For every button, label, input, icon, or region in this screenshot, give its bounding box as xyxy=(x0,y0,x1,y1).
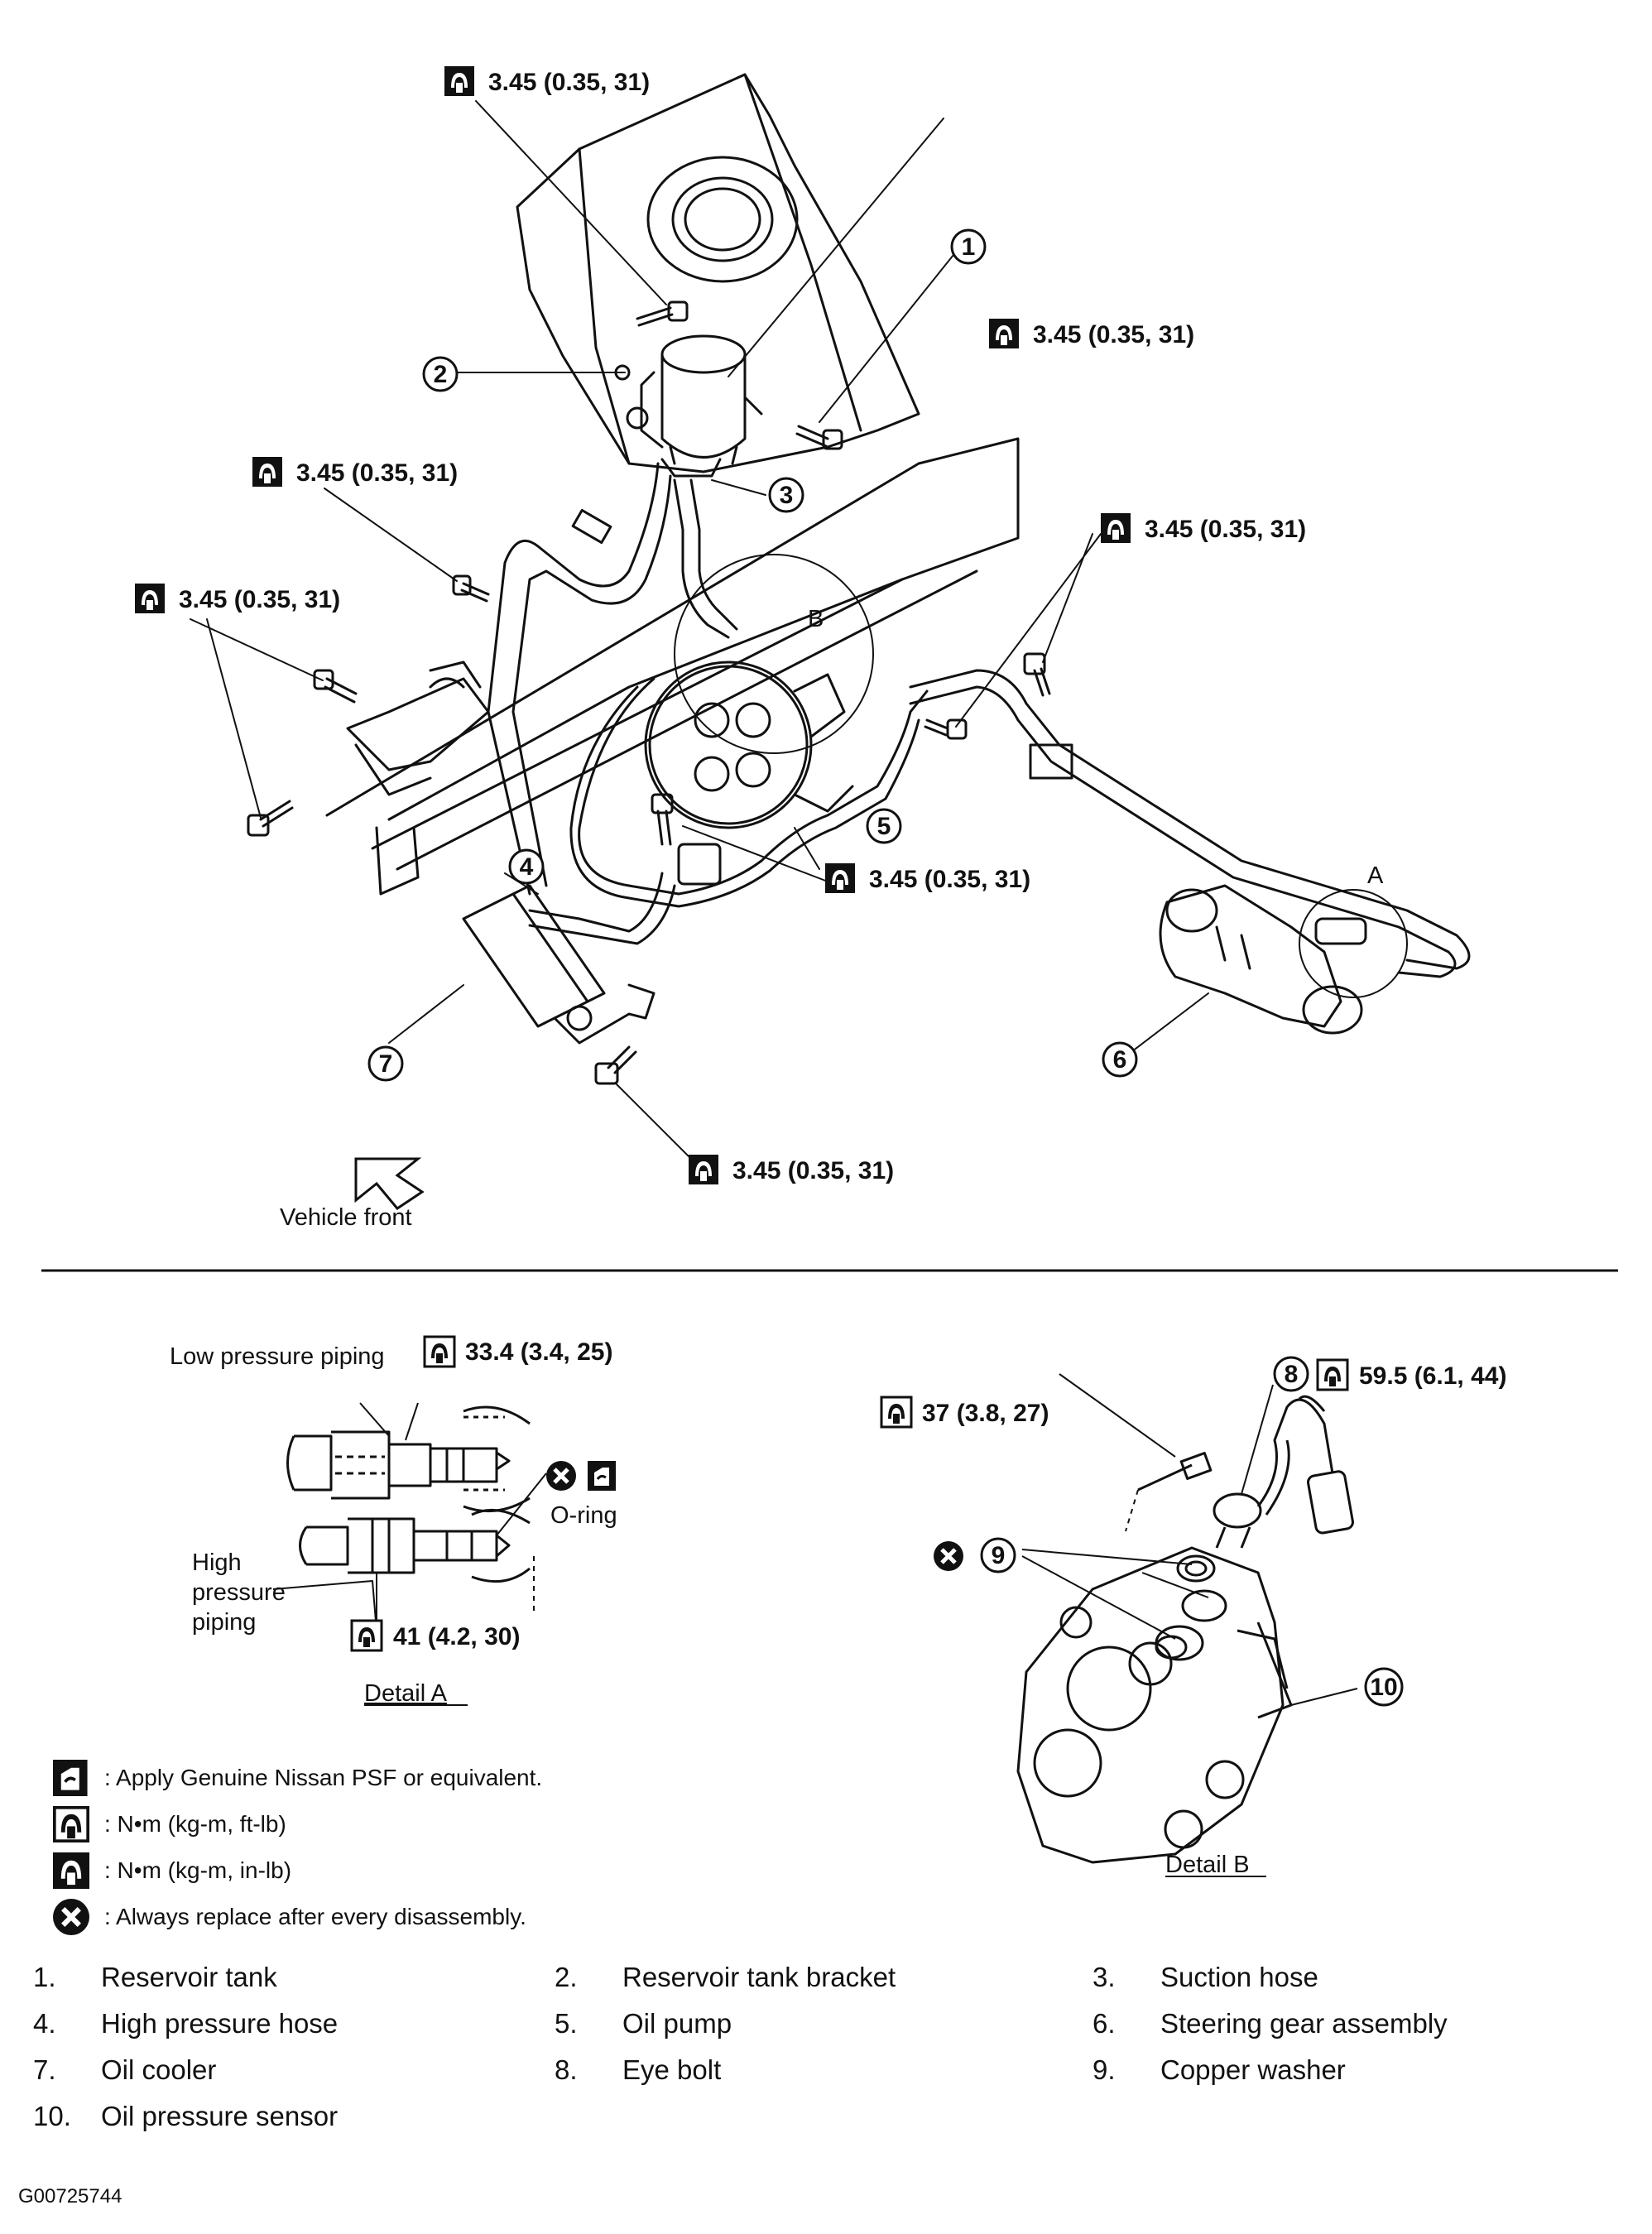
list-item: 5.Oil pump xyxy=(555,2008,732,2039)
svg-text:9: 9 xyxy=(992,1542,1006,1569)
svg-text:2: 2 xyxy=(434,361,448,388)
detail-b-drawing xyxy=(1016,1373,1358,1864)
list-item: 6.Steering gear assembly xyxy=(1093,2008,1448,2039)
callout-10: 10 xyxy=(1364,1667,1404,1707)
svg-text:33.4 (3.4, 25): 33.4 (3.4, 25) xyxy=(465,1338,612,1366)
callout-7: 7 xyxy=(367,1045,404,1082)
legend-row-psf: : Apply Genuine Nissan PSF or equivalent… xyxy=(53,1755,542,1801)
suction-hose xyxy=(673,478,738,639)
detail-letter-b: B xyxy=(808,606,824,632)
figure-code: G00725744 xyxy=(18,2185,122,2208)
high-pressure-label-2: pressure xyxy=(192,1579,286,1606)
legend-row-replace: : Always replace after every disassembly… xyxy=(53,1894,542,1940)
svg-text:3.45 (0.35, 31): 3.45 (0.35, 31) xyxy=(179,586,340,613)
detail-a-drawing xyxy=(272,1402,547,1635)
high-pressure-label-3: piping xyxy=(192,1609,256,1636)
svg-text:8: 8 xyxy=(1285,1361,1299,1388)
legend-row-inlb: : N•m (kg-m, in-lb) xyxy=(53,1847,542,1894)
leader-lines xyxy=(190,100,1209,1160)
svg-text:4: 4 xyxy=(520,853,534,881)
callout-5: 5 xyxy=(866,808,902,844)
body-panel xyxy=(516,73,920,473)
list-item: 9.Copper washer xyxy=(1093,2054,1346,2085)
legend-replace-text: : Always replace after every disassembly… xyxy=(104,1904,526,1929)
torque-callout-right-reservoir: 3.45 (0.35, 31) xyxy=(989,319,1194,348)
detail-b-title: Detail B xyxy=(1165,1852,1250,1878)
low-pressure-label: Low pressure piping xyxy=(170,1343,385,1370)
torque-callout-left-bracket: 3.45 (0.35, 31) xyxy=(135,584,340,613)
return-hose xyxy=(487,462,672,713)
parts-list: 1.Reservoir tank 2.Reservoir tank bracke… xyxy=(33,1962,1606,2132)
svg-text:59.5 (6.1, 44): 59.5 (6.1, 44) xyxy=(1359,1362,1506,1390)
svg-text:10: 10 xyxy=(1370,1674,1397,1701)
line-bracket xyxy=(1029,743,1073,780)
high-pressure-label-1: High xyxy=(192,1549,242,1576)
main-assembly-drawing xyxy=(190,73,1471,1160)
high-pressure-hose xyxy=(569,677,929,908)
torque-callout-top: 3.45 (0.35, 31) xyxy=(444,66,650,96)
oring-label: O-ring xyxy=(550,1502,617,1529)
steering-gear-assembly xyxy=(1159,884,1408,1035)
left-bracket xyxy=(346,661,490,796)
list-item: 8.Eye bolt xyxy=(555,2054,722,2085)
psf-oil-can-icon xyxy=(53,1760,88,1796)
vehicle-front-label: Vehicle front xyxy=(280,1204,412,1231)
callout-3: 3 xyxy=(768,477,804,513)
symbol-legend: : Apply Genuine Nissan PSF or equivalent… xyxy=(53,1755,542,1940)
callout-1: 1 xyxy=(950,228,987,265)
torque-callout-left-upper: 3.45 (0.35, 31) xyxy=(252,457,458,487)
torque-callout-detail-a-high: 41 (4.2, 30) xyxy=(350,1619,520,1652)
list-item: 7.Oil cooler xyxy=(33,2054,217,2085)
detail-letter-a: A xyxy=(1367,862,1384,889)
torque-wrench-solid-icon xyxy=(53,1852,89,1889)
legend-ftlb-text: : N•m (kg-m, ft-lb) xyxy=(104,1811,286,1837)
oring-icons xyxy=(546,1461,617,1491)
legend-row-ftlb: : N•m (kg-m, ft-lb) xyxy=(53,1801,542,1847)
torque-callout-detail-b-eyebolt: 59.5 (6.1, 44) xyxy=(1316,1358,1506,1391)
oil-pump xyxy=(644,554,874,829)
reservoir-bolts xyxy=(614,300,843,450)
torque-callout-bottom: 3.45 (0.35, 31) xyxy=(689,1155,894,1184)
svg-text:3.45 (0.35, 31): 3.45 (0.35, 31) xyxy=(1145,516,1306,543)
callout-8: 8 xyxy=(1273,1356,1309,1392)
torque-wrench-outline-icon xyxy=(53,1806,89,1842)
list-item: 3.Suction hose xyxy=(1093,1962,1318,1992)
vehicle-front-arrow-icon xyxy=(354,1157,425,1210)
svg-text:6: 6 xyxy=(1113,1046,1127,1074)
svg-text:3.45 (0.35, 31): 3.45 (0.35, 31) xyxy=(1033,321,1194,348)
list-item: 10.Oil pressure sensor xyxy=(33,2101,339,2131)
svg-text:3: 3 xyxy=(780,482,794,509)
legend-psf-text: : Apply Genuine Nissan PSF or equivalent… xyxy=(104,1765,543,1790)
svg-text:7: 7 xyxy=(379,1050,393,1078)
list-item: 2.Reservoir tank bracket xyxy=(555,1962,896,1992)
svg-text:3.45 (0.35, 31): 3.45 (0.35, 31) xyxy=(732,1157,894,1184)
svg-text:5: 5 xyxy=(877,813,891,840)
replace-x-icon xyxy=(53,1899,89,1935)
callout-6: 6 xyxy=(1102,1041,1138,1078)
reservoir-tank xyxy=(640,334,763,478)
torque-callout-detail-a-low: 33.4 (3.4, 25) xyxy=(423,1335,612,1368)
frame-member xyxy=(325,437,1020,896)
svg-text:3.45 (0.35, 31): 3.45 (0.35, 31) xyxy=(296,459,458,487)
torque-callout-detail-b-bolt: 37 (3.8, 27) xyxy=(880,1396,1049,1429)
steering-lines xyxy=(909,669,1471,978)
svg-text:3.45 (0.35, 31): 3.45 (0.35, 31) xyxy=(869,866,1030,893)
torque-callout-center-clamp: 3.45 (0.35, 31) xyxy=(825,863,1030,893)
list-item: 4.High pressure hose xyxy=(33,2008,339,2039)
hose-clamp-center xyxy=(677,843,722,886)
high-pressure-hose-lower xyxy=(528,872,676,945)
frame-bolts xyxy=(247,574,1051,1085)
hose-clamp xyxy=(571,508,612,545)
callout-9-group: 9 xyxy=(934,1537,1016,1573)
svg-text:37 (3.8, 27): 37 (3.8, 27) xyxy=(922,1400,1049,1427)
callout-4: 4 xyxy=(508,848,545,885)
torque-callout-right-clamp: 3.45 (0.35, 31) xyxy=(1101,513,1306,543)
torque-text: 3.45 (0.35, 31) xyxy=(488,69,650,96)
callout-2: 2 xyxy=(422,356,459,392)
svg-text:41 (4.2, 30): 41 (4.2, 30) xyxy=(393,1623,520,1650)
svg-text:1: 1 xyxy=(962,233,976,261)
list-item: 1.Reservoir tank xyxy=(33,1962,277,1992)
legend-inlb-text: : N•m (kg-m, in-lb) xyxy=(104,1857,292,1883)
detail-a-title: Detail A xyxy=(364,1680,448,1707)
